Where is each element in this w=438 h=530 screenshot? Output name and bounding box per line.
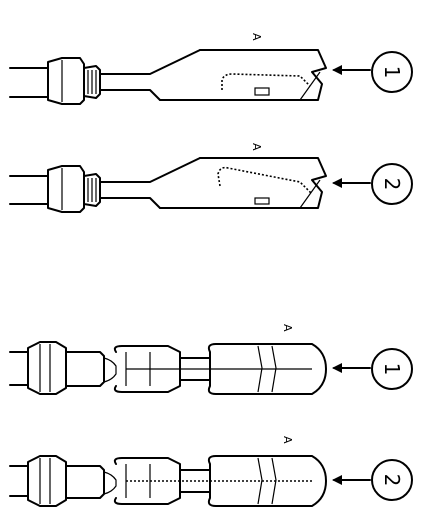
marker-a: A [250,33,263,41]
flat-terminal-2: A 2 [9,143,413,213]
marker-a: A [281,324,294,332]
callout-2: 2 [380,178,404,191]
marker-a: A [281,436,294,444]
round-terminal-2: A 2 [9,436,413,507]
callout-1: 1 [380,363,404,376]
flat-terminal-1: A 1 [9,33,413,105]
callout-1: 1 [380,66,404,79]
callout-2: 2 [380,474,404,487]
round-terminal-1: A 1 [9,324,413,395]
marker-a: A [250,143,263,151]
